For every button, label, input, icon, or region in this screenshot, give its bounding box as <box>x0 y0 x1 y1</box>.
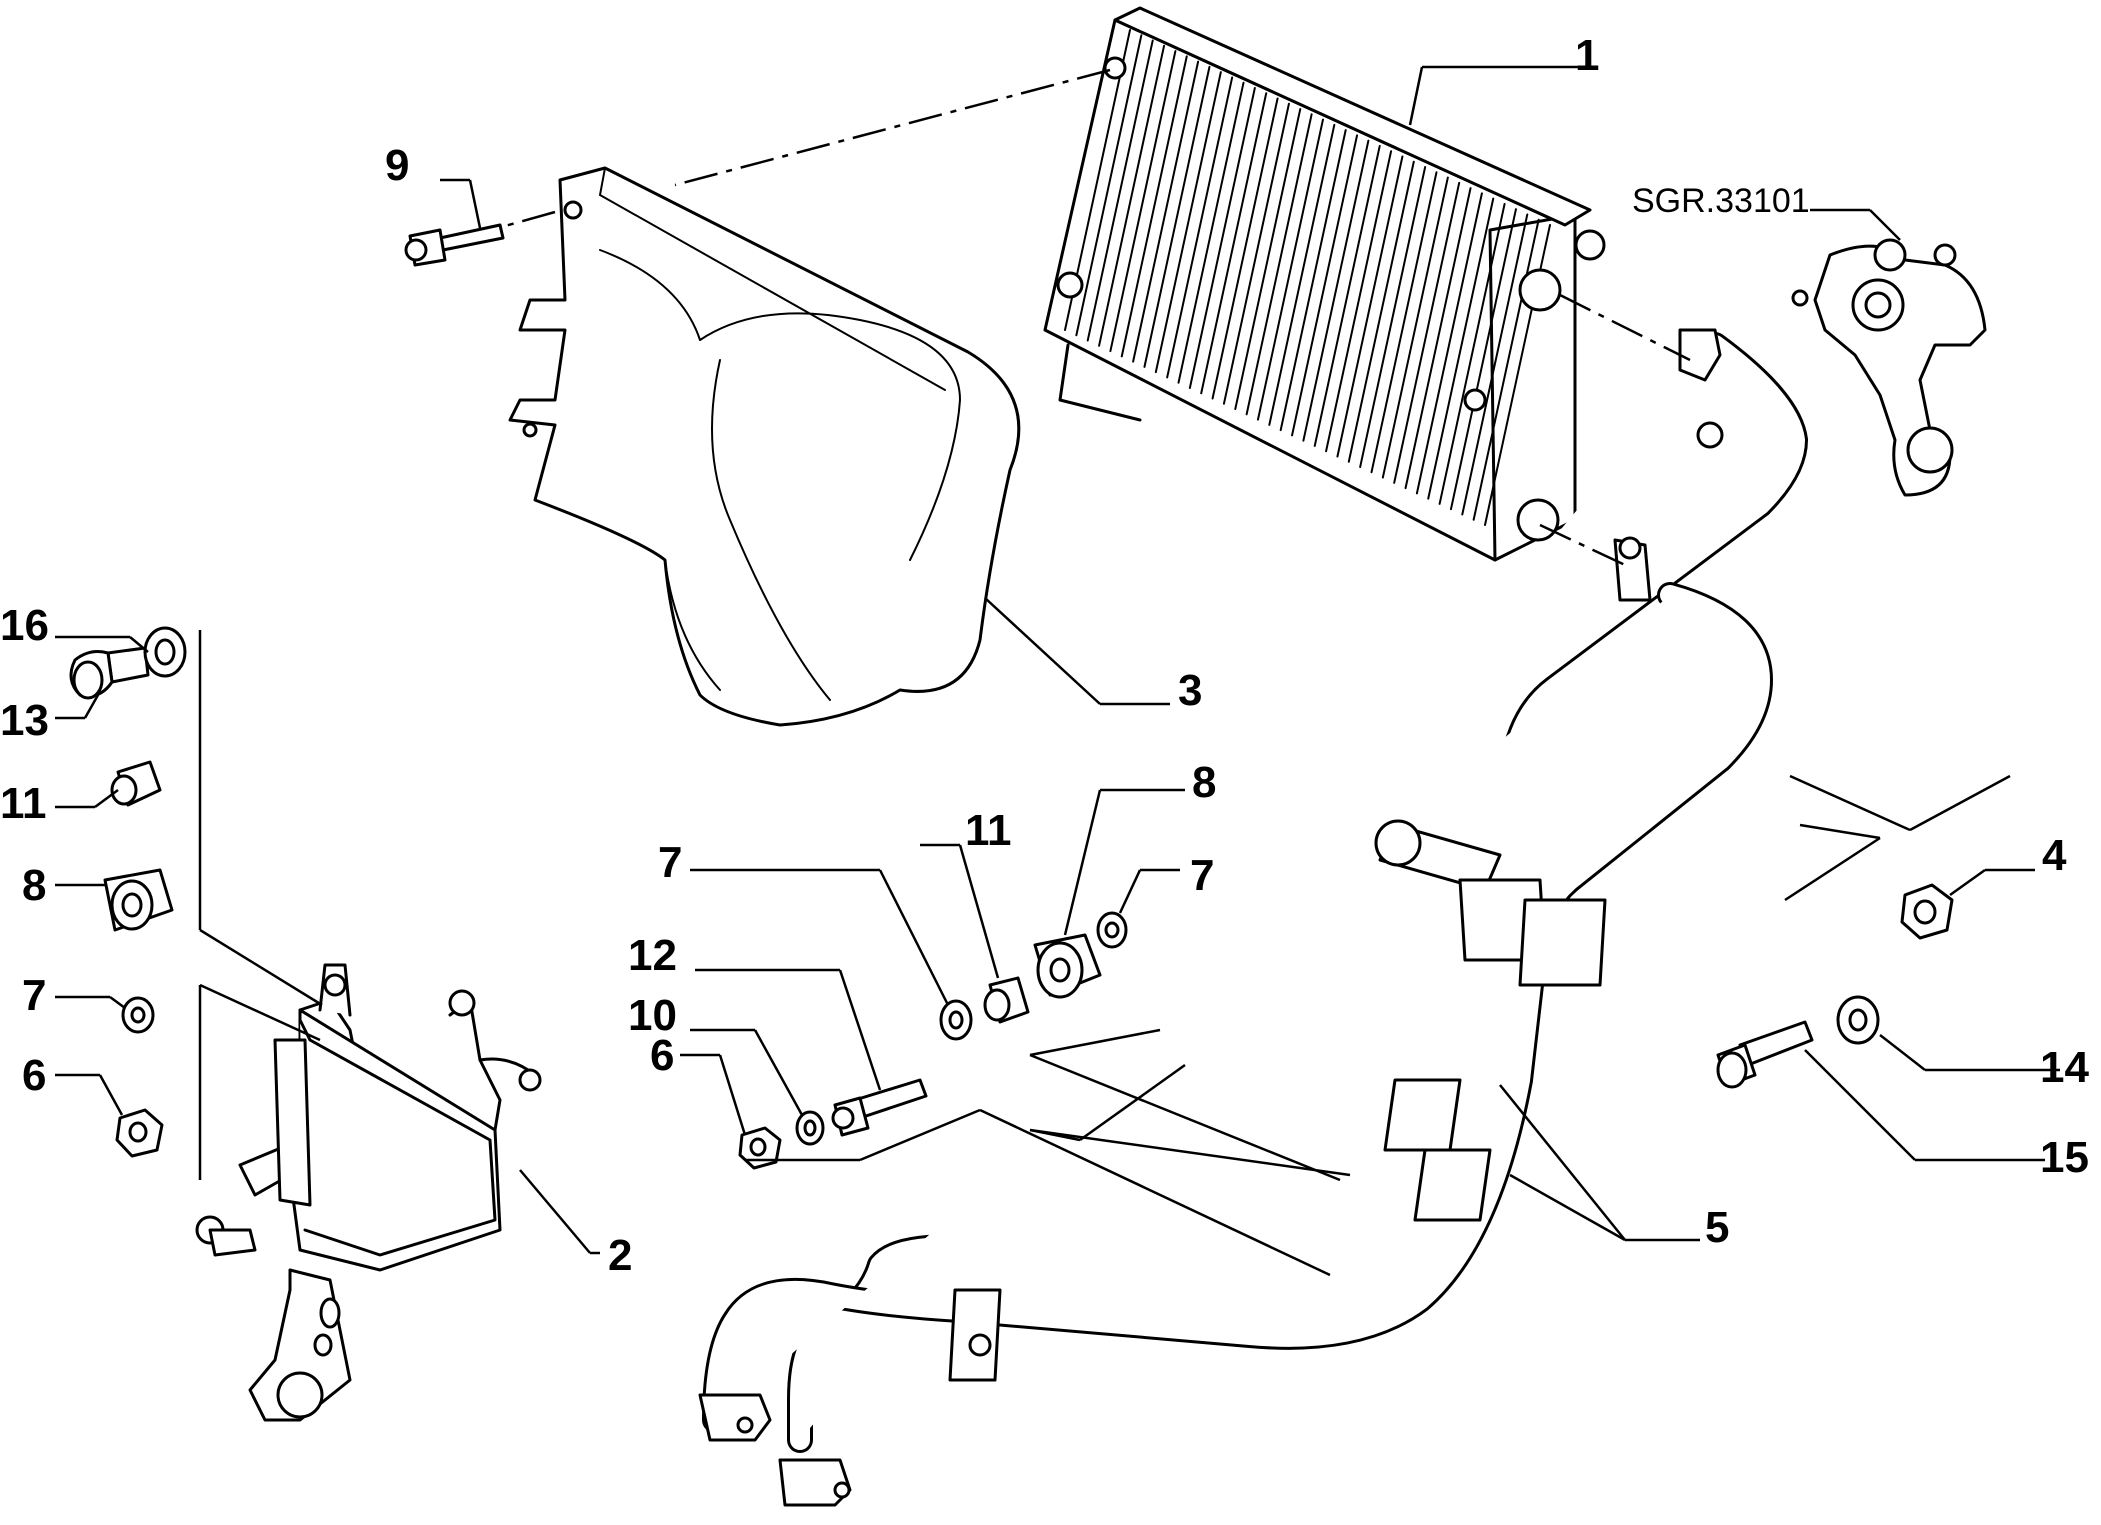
radiator-fin <box>1211 97 1279 400</box>
radiator-fin <box>1449 208 1517 511</box>
radiator-fin <box>1075 34 1143 337</box>
radiator-fin <box>1256 118 1324 421</box>
oil-pump-reference-part <box>1791 238 1987 497</box>
callout-8-center: 8 <box>1192 758 1216 807</box>
radiator-fin <box>1415 192 1483 495</box>
callout-9: 9 <box>385 141 409 190</box>
air-duct-shroud <box>508 166 1021 727</box>
washer-7-left <box>121 996 155 1034</box>
radiator-fin <box>1461 213 1529 516</box>
reference-code: SGR.33101 <box>1632 182 1810 220</box>
radiator-fin <box>1132 60 1200 363</box>
spacer-11-center <box>983 976 1030 1024</box>
radiator-fin <box>1291 134 1359 437</box>
washer-14 <box>1836 995 1880 1045</box>
radiator-fin <box>1166 76 1234 379</box>
callout-7-left: 7 <box>22 971 46 1020</box>
bolt-12 <box>831 1078 928 1137</box>
bolt-13 <box>69 646 150 700</box>
oil-cooler-radiator <box>1043 6 1606 562</box>
radiator-fin <box>1177 81 1245 384</box>
radiator-fin <box>1347 160 1415 463</box>
callout-1: 1 <box>1575 31 1599 80</box>
radiator-fin <box>1234 108 1302 411</box>
radiator-fin <box>1381 176 1449 479</box>
callout-6-center: 6 <box>650 1031 674 1080</box>
radiator-fin <box>1427 197 1495 500</box>
nut-6-center <box>738 1126 782 1170</box>
callout-16: 16 <box>0 601 49 650</box>
radiator-fin <box>1245 113 1313 416</box>
callout-14: 14 <box>2040 1043 2089 1092</box>
radiator-fin <box>1154 71 1222 374</box>
callout-15: 15 <box>2040 1133 2089 1182</box>
radiator-fins <box>1064 29 1551 526</box>
callout-3: 3 <box>1178 666 1202 715</box>
callout-11-left: 11 <box>0 779 47 828</box>
radiator-fin <box>1325 150 1393 453</box>
callout-2: 2 <box>608 1231 632 1280</box>
washer-7-center <box>939 999 973 1041</box>
bush-8-left <box>103 868 174 932</box>
nut-6-left <box>115 1108 164 1158</box>
radiator-fin <box>1143 65 1211 368</box>
radiator-fin <box>1098 44 1166 347</box>
radiator-fin <box>1109 50 1177 353</box>
callout-7-center: 7 <box>658 838 682 887</box>
callout-12: 12 <box>628 931 677 980</box>
radiator-fin <box>1222 102 1290 405</box>
radiator-fin <box>1120 55 1188 358</box>
radiator-fin <box>1200 92 1268 395</box>
washer-7-right <box>1096 911 1128 949</box>
radiator-fin <box>1370 171 1438 474</box>
bush-8-center <box>1033 933 1102 999</box>
bolt-9 <box>404 223 505 267</box>
radiator-fin <box>1188 86 1256 389</box>
radiator-fin <box>1313 144 1381 447</box>
washer-10 <box>795 1110 825 1146</box>
radiator-fin <box>1393 181 1461 484</box>
spacer-11-left <box>110 760 162 807</box>
oil-pipe-assembly <box>698 328 1808 1507</box>
callout-7-right: 7 <box>1190 851 1214 900</box>
leader-lines <box>55 65 2060 1277</box>
radiator-fin <box>1438 202 1506 505</box>
callout-10: 10 <box>628 991 677 1040</box>
callout-4: 4 <box>2042 831 2067 880</box>
callout-6-left: 6 <box>22 1051 46 1100</box>
nut-4 <box>1900 883 1954 940</box>
radiator-fin <box>1268 123 1336 426</box>
mounting-bracket <box>195 963 542 1422</box>
radiator-fin <box>1472 218 1540 521</box>
washer-16 <box>143 626 187 678</box>
radiator-fin <box>1404 187 1472 490</box>
callout-11-center: 11 <box>965 806 1012 855</box>
callout-13: 13 <box>0 696 49 745</box>
callout-labels: 1 2 3 4 5 6 6 7 7 7 8 8 9 10 11 11 12 13… <box>0 31 2089 1280</box>
bolt-15 <box>1716 1020 1814 1089</box>
radiator-fin <box>1279 129 1347 432</box>
radiator-fin <box>1302 139 1370 442</box>
callout-8-left: 8 <box>22 861 46 910</box>
radiator-fin <box>1086 39 1154 342</box>
radiator-fin <box>1336 155 1404 458</box>
callout-5: 5 <box>1705 1203 1729 1252</box>
radiator-fin <box>1359 166 1427 469</box>
